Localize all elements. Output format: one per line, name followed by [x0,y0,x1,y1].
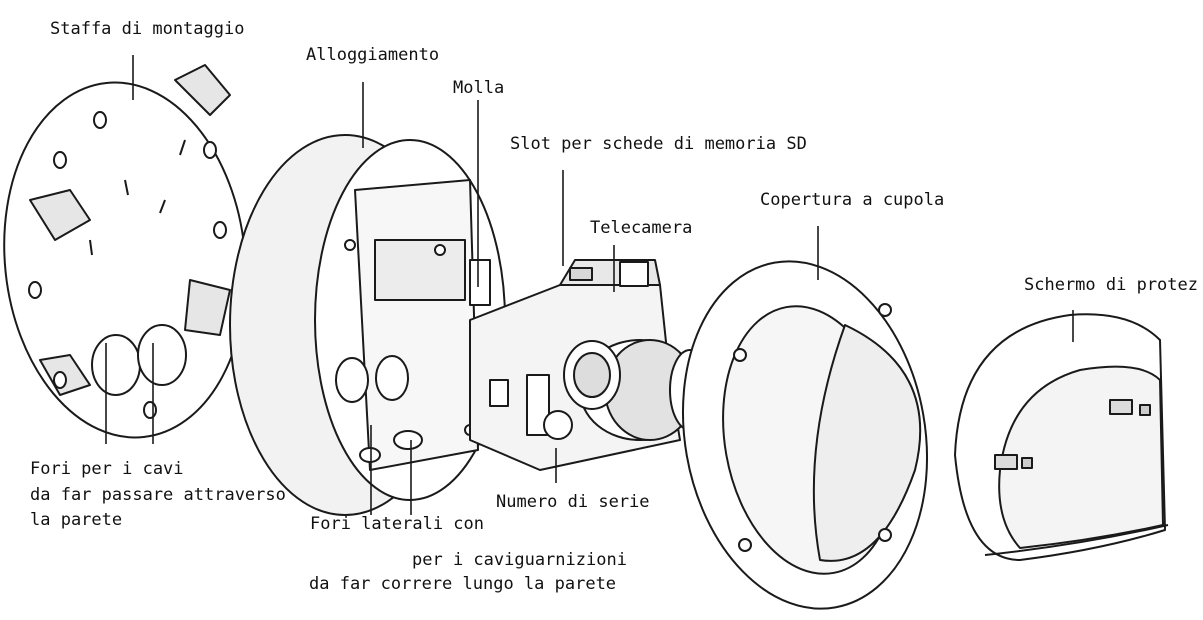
label-cable-holes-line2: da far passare attraverso [30,485,286,505]
label-side-holes-line2: per i caviguarnizioni [412,550,627,570]
label-side-holes: Fori laterali con [310,514,484,534]
label-serial-number: Numero di serie [496,492,650,512]
label-housing: Alloggiamento [306,45,440,65]
label-sd-slot: Slot per schede di memoria SD [510,134,807,154]
label-side-holes-line3: da far correre lungo la parete [309,574,617,594]
label-cable-holes-line3: la parete [30,510,123,530]
label-cable-holes-line1: Fori per i cavi [30,459,184,479]
leader-lines [105,55,1074,515]
label-camera: Telecamera [590,218,693,238]
dome-cover-part [681,260,929,610]
label-dome-cover: Copertura a cupola [760,190,945,210]
label-mounting-bracket: Staffa di montaggio [50,19,245,39]
mounting-bracket-part [3,64,247,439]
housing-part [229,134,506,516]
label-protection-shield: Schermo di protez [1024,275,1198,295]
camera-part [469,259,711,471]
label-spring: Molla [453,78,505,98]
protection-shield-part [954,313,1169,561]
